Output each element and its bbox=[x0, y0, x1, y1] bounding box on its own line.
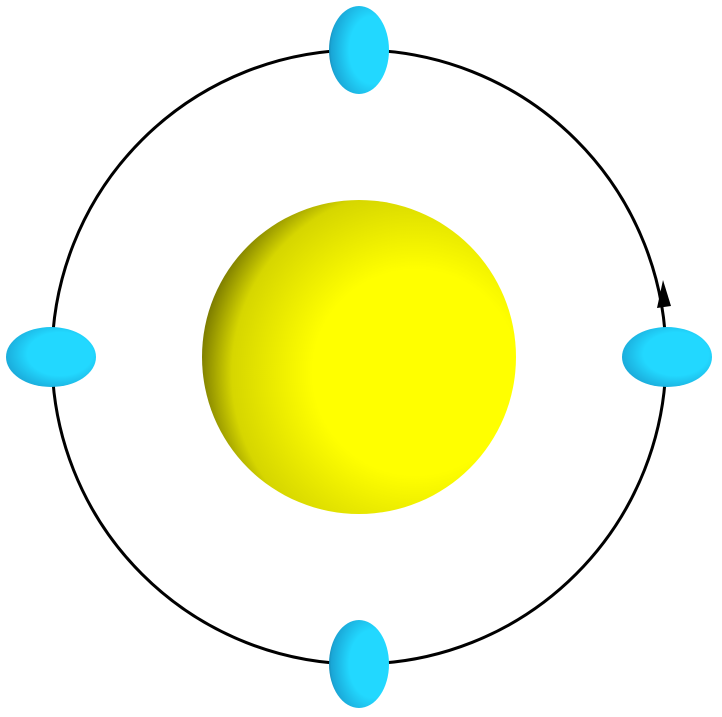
orbiting-body-bottom bbox=[329, 620, 389, 708]
orbit-direction-arrow bbox=[657, 280, 671, 308]
orbiting-body-right bbox=[622, 327, 712, 387]
central-sphere bbox=[202, 200, 516, 514]
orbiting-body-top bbox=[329, 6, 389, 94]
orbiting-body-left bbox=[6, 327, 96, 387]
